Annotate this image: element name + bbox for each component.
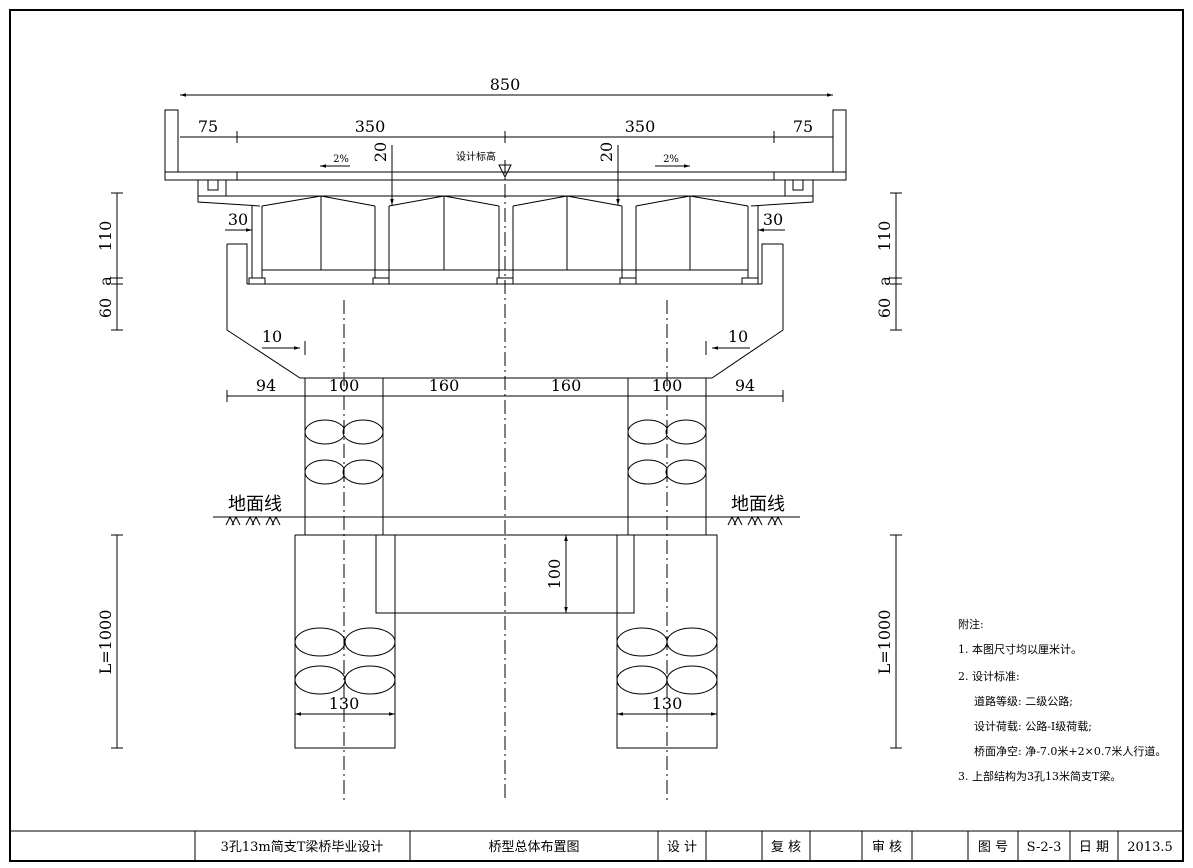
- notes-line-2: 2. 设计标准:: [958, 669, 1020, 683]
- piers-and-piles: [213, 378, 800, 749]
- dim-lane-right: 350: [625, 117, 656, 136]
- notes-line-4: 设计荷载: 公路-I级荷载;: [974, 720, 1092, 733]
- dim-gap-right: 30: [763, 210, 783, 229]
- dim-cap-seg-5: 100: [652, 376, 683, 395]
- title-block: 3孔13m简支T梁桥毕业设计 桥型总体布置图 设 计 复 核 审 核 图 号 S…: [10, 830, 1183, 861]
- design-elevation-label: 设计标高: [456, 150, 496, 163]
- dim-pile-length-left: L=1000: [96, 610, 115, 675]
- ground-line-left-label: 地面线: [228, 494, 282, 515]
- sheet-border: [9, 9, 1184, 862]
- dim-a-left: a: [96, 276, 115, 286]
- notes-line-6: 3. 上部结构为3孔13米简支T梁。: [958, 769, 1121, 783]
- dim-sidewalk-right: 75: [793, 117, 813, 136]
- dim-pavement-left: 20: [371, 142, 390, 162]
- dimension-lines: [111, 93, 902, 749]
- slope-right-label: 2%: [663, 154, 679, 165]
- dim-cap-seg-6: 94: [735, 376, 755, 395]
- dim-cap-height-right: 60: [875, 298, 894, 318]
- dim-tie-beam-height: 100: [545, 559, 564, 590]
- dim-cap-seg-3: 160: [429, 376, 460, 395]
- drawing-no-label: 图 号: [978, 840, 1008, 855]
- dim-beam-height-left: 110: [96, 221, 115, 252]
- dim-cap-height-left: 60: [96, 298, 115, 318]
- notes-title: 附注:: [958, 617, 984, 631]
- design-label: 设 计: [667, 840, 697, 855]
- slope-left-label: 2%: [333, 154, 349, 165]
- dimension-labels: 850 75 350 350 75 2% 2% 设计标高 20 20 30 30…: [96, 75, 894, 713]
- dim-pile-length-right: L=1000: [875, 610, 894, 675]
- ground-line-right-label: 地面线: [731, 494, 785, 515]
- dim-overall-width: 850: [490, 75, 521, 94]
- dim-beam-height-right: 110: [875, 221, 894, 252]
- dim-cap-seg-1: 94: [256, 376, 276, 395]
- drawing-no: S-2-3: [1027, 840, 1062, 855]
- notes-line-3: 道路等级: 二级公路;: [974, 694, 1073, 708]
- dim-a-right: a: [875, 276, 894, 286]
- dim-pavement-right: 20: [597, 142, 616, 162]
- design-elevation-marker: [498, 164, 512, 179]
- dim-pile-dia-right: 130: [652, 694, 683, 713]
- dim-pile-dia-left: 130: [329, 694, 360, 713]
- review-label: 审 核: [872, 840, 902, 855]
- dim-cap-seg-2: 100: [329, 376, 360, 395]
- center-lines: [343, 160, 668, 800]
- dim-sidewalk-left: 75: [198, 117, 218, 136]
- project-name: 3孔13m简支T梁桥毕业设计: [221, 839, 384, 855]
- dim-lane-left: 350: [355, 117, 386, 136]
- notes-line-5: 桥面净空: 净-7.0米+2×0.7米人行道。: [974, 744, 1166, 758]
- notes-block: 附注: 1. 本图尺寸均以厘米计。 2. 设计标准: 道路等级: 二级公路; 设…: [958, 617, 1166, 783]
- date-label: 日 期: [1079, 840, 1109, 855]
- dim-offset-right: 10: [728, 327, 748, 346]
- dim-offset-left: 10: [262, 327, 282, 346]
- notes-line-1: 1. 本图尺寸均以厘米计。: [958, 642, 1082, 656]
- dim-cap-seg-4: 160: [551, 376, 582, 395]
- check-label: 复 核: [771, 840, 801, 855]
- dim-gap-left: 30: [228, 210, 248, 229]
- date-value: 2013.5: [1127, 840, 1173, 855]
- drawing-title: 桥型总体布置图: [488, 840, 579, 855]
